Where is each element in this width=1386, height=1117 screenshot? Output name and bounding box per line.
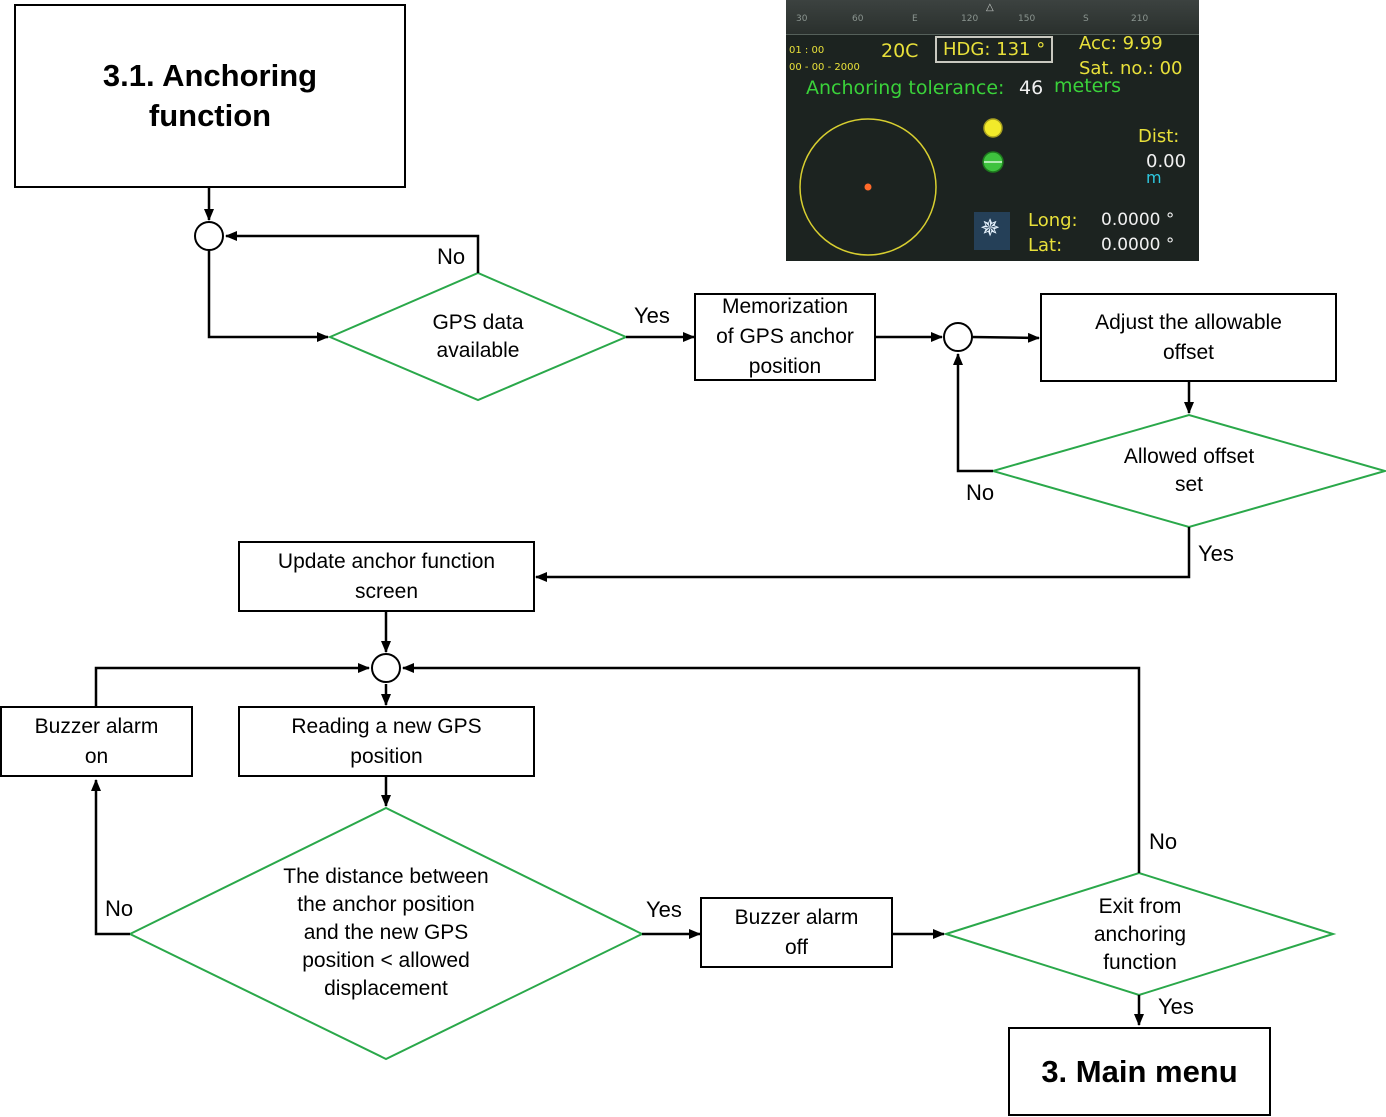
tolerance-circle [799, 118, 937, 256]
screen-sat-count: Sat. no.: 00 [1079, 58, 1183, 79]
adjust-offset-label: Adjust the allowable offset [1095, 310, 1282, 364]
heading-marker-icon: △ [986, 2, 994, 13]
buzzer-off-box: Buzzer alarm off [700, 897, 893, 968]
settings-wheel-icon[interactable]: ✵ [980, 214, 1001, 242]
arrow-distance-no [91, 779, 130, 936]
decision-offset-shape [989, 413, 1386, 529]
exit-yes-label: Yes [1158, 994, 1194, 1019]
screen-lat-value: 0.0000 ° [1101, 235, 1175, 255]
arrow-gps-no-loop [225, 231, 480, 273]
memorize-box: Memorization of GPS anchor position [694, 293, 876, 381]
arrow-offset-yes [535, 527, 1191, 582]
compass-tick: S [1083, 14, 1089, 24]
compass-tick: 210 [1131, 14, 1149, 24]
update-screen-label: Update anchor function screen [277, 549, 496, 603]
gps-yes-label: Yes [634, 303, 670, 328]
decision-gps-label: GPS data available [432, 311, 524, 362]
screen-date: 00 - 00 - 2000 [789, 62, 860, 73]
junction-1 [194, 221, 224, 251]
arrow-junction-to-gps [207, 250, 329, 342]
screen-tolerance-unit: meters [1054, 75, 1122, 97]
boat-position-dot [864, 183, 872, 191]
distance-no-label: No [105, 896, 134, 921]
arrow-junction-to-adjust [971, 332, 1040, 343]
offset-yes-label: Yes [1198, 541, 1234, 566]
start-box-label: 3.1. Anchoring function [102, 58, 318, 133]
screen-long-value: 0.0000 ° [1101, 210, 1175, 230]
compass-ruler: 30 60 E 120 150 S 210 △ [786, 0, 1199, 35]
buzzer-off-label: Buzzer alarm off [734, 905, 859, 959]
decision-distance-label: The distance between the anchor position… [283, 865, 489, 1000]
gps-no-label: No [437, 244, 466, 269]
junction-2 [943, 322, 973, 352]
screen-temperature: 20C [881, 40, 919, 62]
exit-no-label: No [1149, 829, 1178, 854]
decision-offset-label: Allowed offset set [1123, 445, 1255, 496]
decision-exit-label: Exit from anchoring function [1093, 895, 1187, 974]
status-led-yellow [983, 118, 1003, 138]
offset-no-label: No [966, 480, 995, 505]
decision-exit-shape [942, 871, 1337, 997]
compass-tick: 60 [852, 14, 864, 24]
anchor-circle-graphic [799, 118, 1010, 256]
screen-distance-value: 0.00 [1146, 151, 1187, 172]
distance-yes-label: Yes [646, 897, 682, 922]
screen-tolerance-value: 46 [1019, 77, 1044, 99]
arrow-exit-no-loop [402, 663, 1141, 873]
buzzer-on-box: Buzzer alarm on [0, 706, 193, 777]
screen-time: 01 : 00 [789, 45, 825, 56]
compass-tick: 150 [1018, 14, 1036, 24]
main-menu-label: 3. Main menu [1041, 1053, 1238, 1089]
arrow-offset-no-loop [953, 353, 993, 473]
memorize-label: Memorization of GPS anchor position [716, 295, 854, 378]
device-screen-photo: 30 60 E 120 150 S 210 △ 01 : 00 00 - 00 … [786, 0, 1199, 261]
screen-lat-label: Lat: [1028, 235, 1063, 256]
main-menu-box: 3. Main menu [1008, 1027, 1271, 1116]
read-gps-box: Reading a new GPS position [238, 706, 535, 777]
arrow-buzzer-on-to-junction [94, 663, 370, 706]
screen-tolerance-label: Anchoring tolerance: [806, 77, 1005, 99]
start-box: 3.1. Anchoring function [14, 4, 406, 188]
screen-accuracy: Acc: 9.99 [1079, 33, 1163, 54]
buzzer-on-label: Buzzer alarm on [34, 714, 159, 768]
compass-tick: 30 [796, 14, 808, 24]
adjust-offset-box: Adjust the allowable offset [1040, 293, 1337, 382]
compass-tick: E [912, 14, 918, 24]
update-screen-box: Update anchor function screen [238, 541, 535, 612]
screen-distance-label: Dist: [1138, 126, 1180, 147]
settings-button-bg [974, 212, 1010, 250]
screen-distance-unit: m [1146, 168, 1162, 187]
read-gps-label: Reading a new GPS position [291, 714, 482, 768]
junction-3 [371, 653, 401, 683]
compass-tick: 120 [961, 14, 979, 24]
screen-heading: HDG: 131 ° [935, 36, 1054, 63]
screen-long-label: Long: [1028, 210, 1078, 231]
